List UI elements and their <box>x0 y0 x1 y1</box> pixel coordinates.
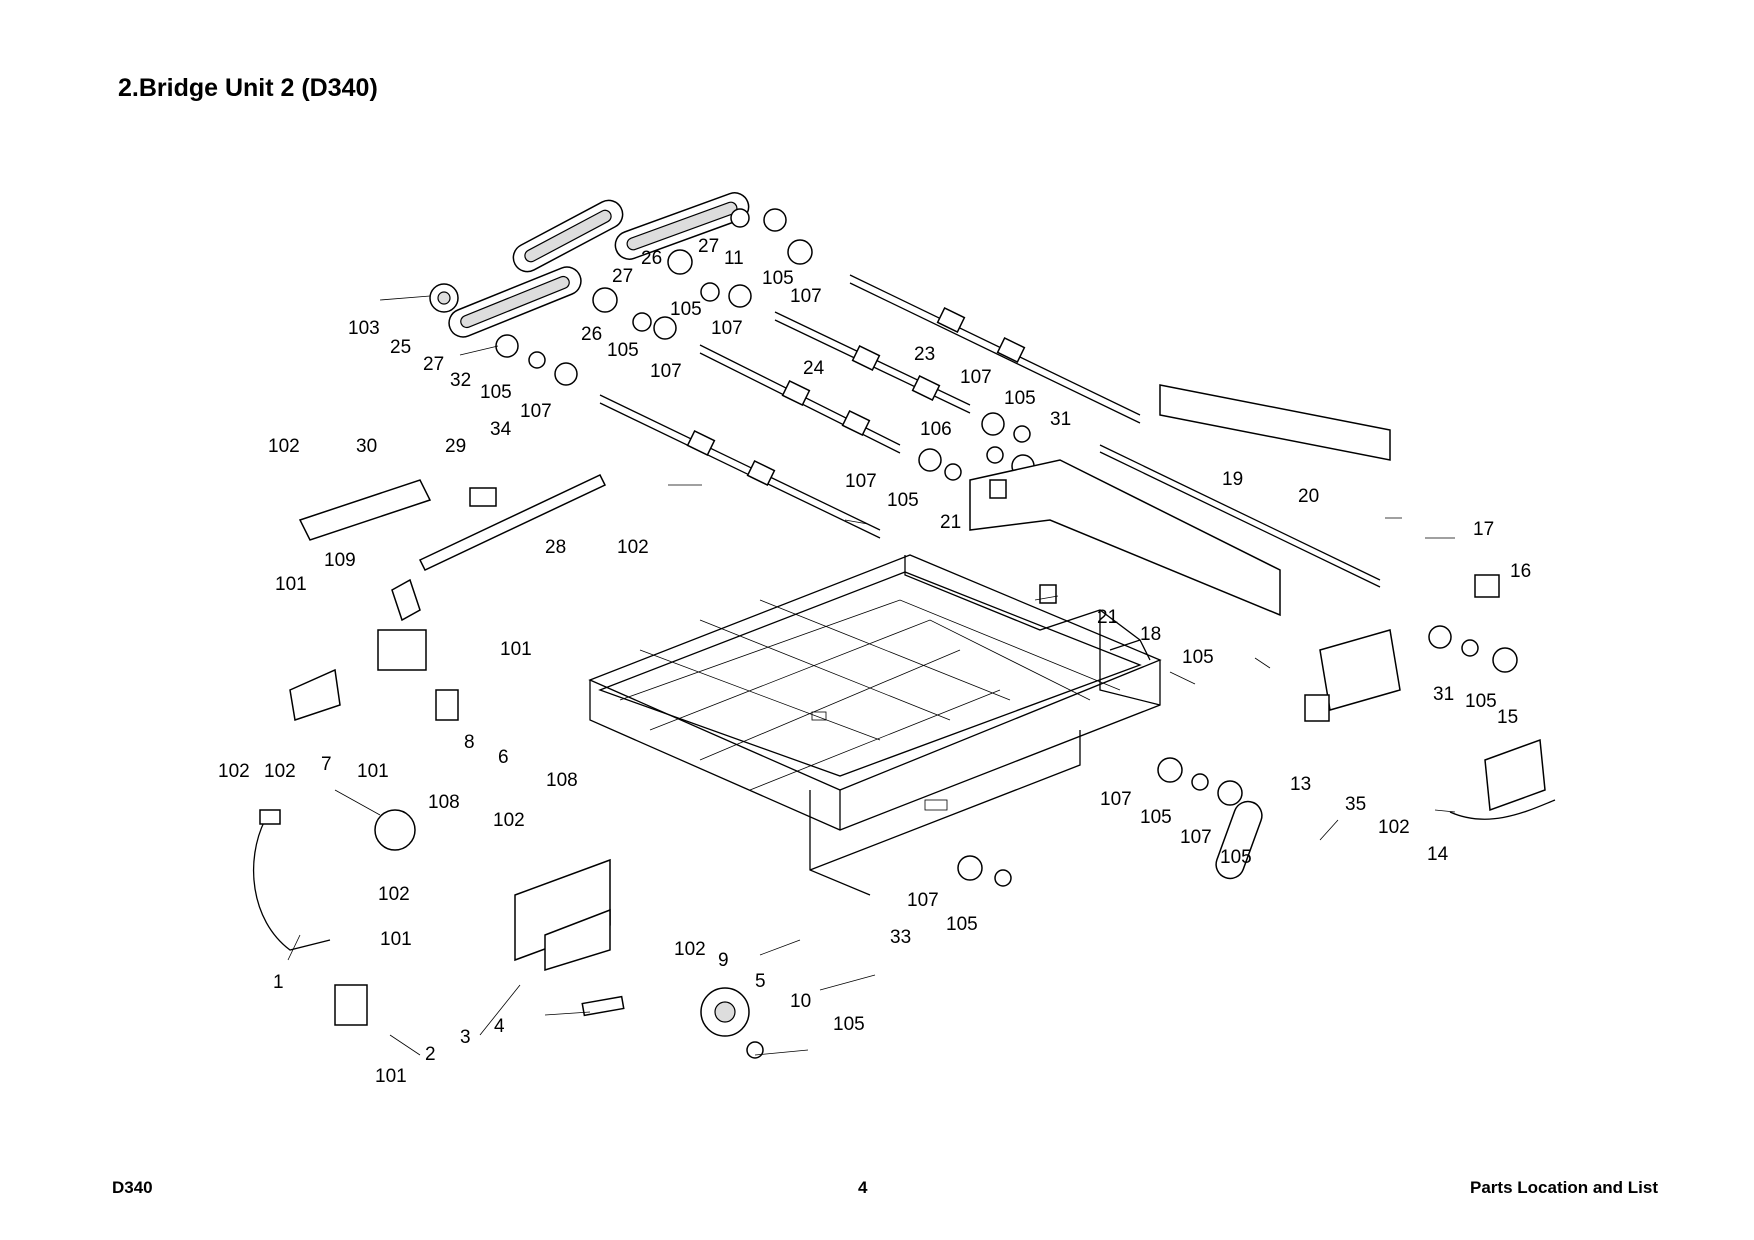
callout: 14 <box>1427 844 1449 865</box>
callout: 34 <box>490 419 512 440</box>
shafts <box>599 274 1381 588</box>
rotating-parts <box>374 208 1518 1059</box>
callout: 102 <box>268 436 300 457</box>
callout: 105 <box>1182 647 1214 668</box>
callout: 101 <box>375 1066 407 1087</box>
callout: 29 <box>445 436 466 457</box>
callout: 108 <box>546 770 578 791</box>
callout: 26 <box>641 248 662 269</box>
callout: 102 <box>674 939 706 960</box>
callout: 101 <box>500 639 532 660</box>
callout: 20 <box>1298 486 1319 507</box>
callout: 105 <box>607 340 639 361</box>
callout: 1 <box>273 972 284 993</box>
callout: 107 <box>650 361 682 382</box>
callout: 105 <box>480 382 512 403</box>
callout: 21 <box>940 512 961 533</box>
callout: 105 <box>1465 691 1497 712</box>
callout: 101 <box>275 574 307 595</box>
callout: 2 <box>425 1044 436 1065</box>
callout: 107 <box>907 890 939 911</box>
callout: 107 <box>790 286 822 307</box>
callout: 23 <box>914 344 935 365</box>
callout: 5 <box>755 971 766 992</box>
callout: 13 <box>1290 774 1311 795</box>
callout: 31 <box>1433 684 1454 705</box>
callout-labels: 1 2 3 4 5 6 7 8 9 10 11 13 14 15 16 17 1… <box>218 236 1531 1087</box>
main-frame <box>588 554 1162 896</box>
callout: 107 <box>520 401 552 422</box>
callout: 103 <box>348 318 380 339</box>
callout: 108 <box>428 792 460 813</box>
callout: 35 <box>1345 794 1366 815</box>
callout: 4 <box>494 1016 505 1037</box>
callout: 10 <box>790 991 811 1012</box>
callout: 7 <box>321 754 332 775</box>
callout: 27 <box>423 354 444 375</box>
callout: 28 <box>545 537 566 558</box>
callout: 32 <box>450 370 471 391</box>
callout: 107 <box>845 471 877 492</box>
callout: 27 <box>698 236 719 257</box>
callout: 30 <box>356 436 377 457</box>
callout: 107 <box>1180 827 1212 848</box>
callout: 9 <box>718 950 729 971</box>
callout: 3 <box>460 1027 471 1048</box>
callout: 109 <box>324 550 356 571</box>
footer-section: Parts Location and List <box>1470 1178 1658 1197</box>
callout: 105 <box>1220 847 1252 868</box>
callout: 27 <box>612 266 633 287</box>
page-title: 2.Bridge Unit 2 (D340) <box>118 74 378 102</box>
callout: 8 <box>464 732 475 753</box>
callout: 105 <box>670 299 702 320</box>
brackets <box>252 384 1556 1026</box>
callout: 106 <box>920 419 952 440</box>
callout: 31 <box>1050 409 1071 430</box>
callout: 19 <box>1222 469 1243 490</box>
callout: 101 <box>380 929 412 950</box>
callout: 102 <box>493 810 525 831</box>
callout: 107 <box>1100 789 1132 810</box>
callout: 102 <box>378 884 410 905</box>
callout: 102 <box>1378 817 1410 838</box>
footer-page-number: 4 <box>858 1178 868 1197</box>
callout: 105 <box>1004 388 1036 409</box>
footer-model: D340 <box>112 1178 153 1197</box>
belts <box>448 192 750 338</box>
callout: 105 <box>946 914 978 935</box>
callout: 6 <box>498 747 509 768</box>
callout: 25 <box>390 337 411 358</box>
callout: 102 <box>218 761 250 782</box>
callout: 105 <box>833 1014 865 1035</box>
callout: 24 <box>803 358 825 379</box>
callout: 16 <box>1510 561 1531 582</box>
callout: 105 <box>1140 807 1172 828</box>
callout: 21 <box>1097 607 1118 628</box>
callout: 105 <box>887 490 919 511</box>
callout: 102 <box>617 537 649 558</box>
callout: 33 <box>890 927 911 948</box>
callout: 15 <box>1497 707 1518 728</box>
callout: 18 <box>1140 624 1161 645</box>
callout: 26 <box>581 324 602 345</box>
callout: 101 <box>357 761 389 782</box>
callout: 102 <box>264 761 296 782</box>
callout: 11 <box>724 248 744 269</box>
callout: 107 <box>711 318 743 339</box>
leader-lines <box>287 295 1456 1056</box>
callout: 17 <box>1473 519 1494 540</box>
callout: 105 <box>762 268 794 289</box>
callout: 107 <box>960 367 992 388</box>
